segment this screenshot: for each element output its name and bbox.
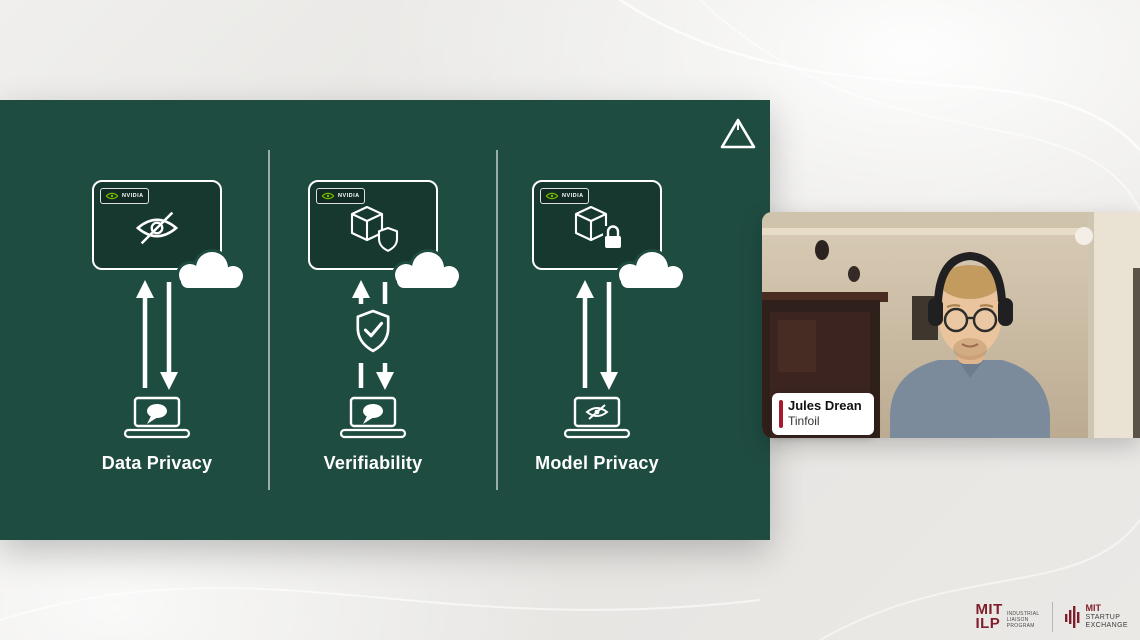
speaker-nametag: Jules Drean Tinfoil (772, 393, 874, 436)
speaker-name: Jules Drean (788, 398, 862, 413)
nvidia-chip-badge: NVIDIA (100, 188, 149, 204)
nvidia-logo-icon (545, 192, 559, 200)
soundbars-icon (1064, 606, 1079, 628)
cloud-icon (176, 249, 246, 290)
nvidia-chip-badge: NVIDIA (316, 188, 365, 204)
cube-shield-icon (350, 206, 399, 253)
laptop-chat-icon (123, 396, 191, 439)
mit-ilp-logo: MIT ILP INDUSTRIAL LIAISON PROGRAM (975, 600, 1040, 632)
gpu-card: NVIDIA (92, 180, 246, 290)
column-divider (268, 150, 270, 490)
ilp-wordmark: ILP (975, 615, 1001, 632)
mit-startup-exchange-logo: MIT STARTUP EXCHANGE (1064, 603, 1129, 630)
webcam-video (762, 212, 1140, 438)
up-down-arrows-icon (576, 280, 618, 390)
mit-wordmark: MIT (975, 600, 1003, 618)
gpu-card: NVIDIA (532, 180, 686, 290)
up-down-arrows-icon (136, 280, 178, 390)
sux-exchange: EXCHANGE (1085, 621, 1128, 629)
shield-check-icon (356, 309, 390, 353)
logo-divider (1051, 602, 1053, 632)
nametag-accent-bar (779, 400, 783, 429)
cloud-icon (392, 249, 462, 290)
column-label: Verifiability (323, 453, 423, 473)
speaker-affiliation: Tinfoil (788, 414, 820, 429)
nvidia-chip-label: NVIDIA (338, 193, 360, 199)
nvidia-chip-label: NVIDIA (562, 193, 584, 199)
gpu-card: NVIDIA (308, 180, 462, 290)
presentation-slide: NVIDIA (0, 100, 770, 540)
cube-lock-icon (574, 206, 623, 251)
laptop-hidden-icon (563, 396, 631, 439)
sux-mit: MIT (1085, 603, 1102, 614)
column-label: Data Privacy (101, 453, 213, 473)
sux-startup: STARTUP (1085, 613, 1121, 621)
nvidia-logo-icon (321, 192, 335, 200)
column-divider (496, 150, 498, 490)
nvidia-chip-label: NVIDIA (122, 193, 144, 199)
laptop-chat-icon (339, 396, 407, 439)
cloud-icon (616, 249, 686, 290)
tinfoil-logo-icon (720, 118, 756, 149)
footer-logos: MIT ILP INDUSTRIAL LIAISON PROGRAM MIT S… (975, 602, 1128, 632)
column-model-privacy: NVIDIA (483, 100, 711, 540)
eye-slash-icon (135, 212, 179, 245)
nvidia-chip-badge: NVIDIA (540, 188, 589, 204)
column-data-privacy: NVIDIA (38, 100, 276, 540)
column-verifiability: NVIDIA (259, 100, 487, 540)
column-label: Model Privacy (535, 453, 659, 473)
nvidia-logo-icon (105, 192, 119, 200)
attestation-shield-wrapper (347, 304, 399, 363)
speaker-photo (762, 212, 1140, 438)
ilp-subtext: INDUSTRIAL LIAISON PROGRAM (1006, 610, 1040, 630)
